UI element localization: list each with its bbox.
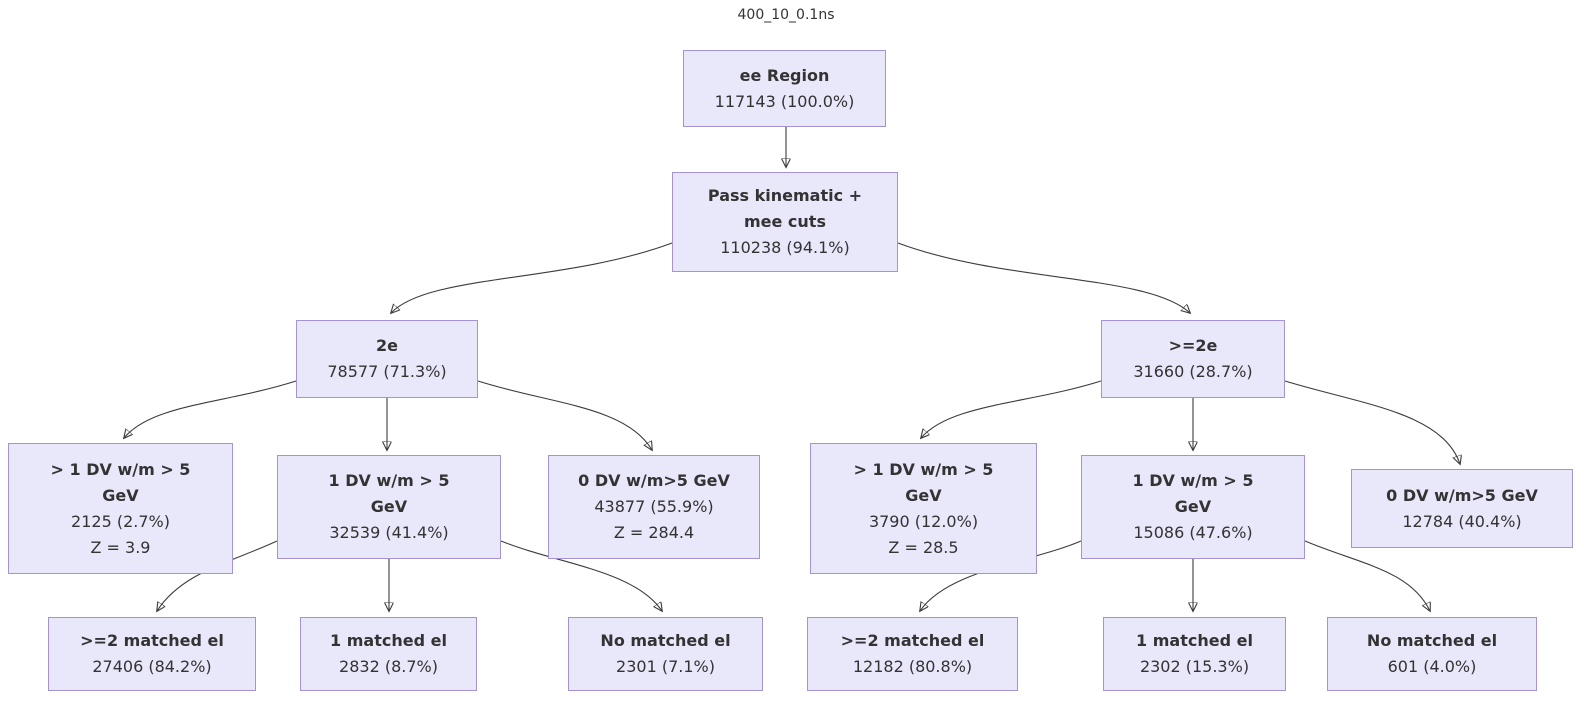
node-right-gt1-dv: > 1 DV w/m > 5 GeV 3790 (12.0%) Z = 28.5 (810, 443, 1037, 574)
node-value: 31660 (28.7%) (1133, 362, 1253, 381)
node-right-1-matched-el: 1 matched el 2302 (15.3%) (1103, 617, 1286, 691)
node-z-value: Z = 28.5 (888, 537, 959, 557)
node-value: 27406 (84.2%) (92, 657, 212, 676)
edge-pass-cuts-to-2e (391, 242, 673, 313)
node-right-no-matched-el: No matched el 601 (4.0%) (1327, 617, 1537, 691)
node-value: 12784 (40.4%) (1402, 511, 1522, 531)
node-left-gt1-dv: > 1 DV w/m > 5 GeV 2125 (2.7%) Z = 3.9 (8, 443, 233, 574)
edge-pass-cuts-to-ge2e (897, 242, 1190, 313)
edge-2e-to-l-gt1dv (124, 380, 297, 438)
node-value: 601 (4.0%) (1387, 657, 1477, 676)
node-label: No matched el (600, 631, 731, 650)
node-label: > 1 DV w/m > 5 GeV (853, 459, 994, 505)
node-right-ge2-matched-el: >=2 matched el 12182 (80.8%) (807, 617, 1018, 691)
node-value: 117143 (100.0%) (714, 91, 855, 111)
node-label: >=2 matched el (840, 631, 985, 650)
node-z-value: Z = 3.9 (90, 537, 151, 557)
node-value: 2302 (15.3%) (1139, 657, 1250, 676)
node-value: 32539 (41.4%) (329, 523, 449, 542)
node-z-value: Z = 284.4 (613, 523, 695, 542)
node-label: 1 DV w/m > 5 GeV (1132, 471, 1254, 516)
edge-ge2e-to-r-0dv (1284, 380, 1460, 464)
node-label: > 1 DV w/m > 5 GeV (50, 459, 191, 505)
node-left-1-dv: 1 DV w/m > 5 GeV 32539 (41.4%) (277, 455, 501, 559)
node-label: 1 matched el (1136, 631, 1253, 650)
node-value: 2301 (7.1%) (616, 657, 715, 676)
node-right-1-dv: 1 DV w/m > 5 GeV 15086 (47.6%) (1081, 455, 1305, 559)
node-label: 1 DV w/m > 5 GeV (328, 471, 450, 516)
node-value: 2832 (8.7%) (339, 657, 438, 676)
edge-l-1dv-to-no-matched (500, 540, 662, 611)
node-value: 2125 (2.7%) (71, 511, 170, 531)
node-left-1-matched-el: 1 matched el 2832 (8.7%) (300, 617, 477, 691)
node-label: >=2 matched el (80, 631, 224, 650)
node-value: 43877 (55.9%) (594, 497, 714, 516)
node-label: 1 matched el (330, 631, 447, 650)
edge-2e-to-l-0dv (477, 380, 652, 450)
node-2e: 2e 78577 (71.3%) (296, 320, 478, 398)
edge-ge2e-to-r-gt1dv (921, 380, 1102, 438)
node-value: 78577 (71.3%) (327, 362, 447, 381)
node-value: 15086 (47.6%) (1133, 523, 1253, 542)
edge-r-1dv-to-no-matched (1304, 540, 1430, 611)
node-value: 110238 (94.1%) (720, 238, 850, 257)
node-left-no-matched-el: No matched el 2301 (7.1%) (568, 617, 763, 691)
node-left-0-dv: 0 DV w/m>5 GeV 43877 (55.9%) Z = 284.4 (548, 455, 760, 559)
node-label: ee Region (739, 65, 830, 85)
node-pass-kinematic-mee-cuts: Pass kinematic + mee cuts 110238 (94.1%) (672, 172, 898, 272)
node-label: 0 DV w/m>5 GeV (1386, 485, 1538, 505)
node-value: 3790 (12.0%) (868, 511, 979, 531)
node-label: >=2e (1168, 336, 1218, 355)
node-label: No matched el (1366, 631, 1498, 650)
node-value: 12182 (80.8%) (852, 657, 973, 676)
diagram-title: 400_10_0.1ns (737, 7, 835, 23)
node-label: 2e (376, 336, 398, 355)
node-ge2e: >=2e 31660 (28.7%) (1101, 320, 1285, 398)
node-left-ge2-matched-el: >=2 matched el 27406 (84.2%) (48, 617, 256, 691)
node-right-0-dv: 0 DV w/m>5 GeV 12784 (40.4%) (1351, 469, 1573, 548)
node-label: Pass kinematic + mee cuts (707, 186, 863, 231)
node-label: 0 DV w/m>5 GeV (578, 471, 730, 490)
node-ee-region: ee Region 117143 (100.0%) (683, 50, 886, 127)
